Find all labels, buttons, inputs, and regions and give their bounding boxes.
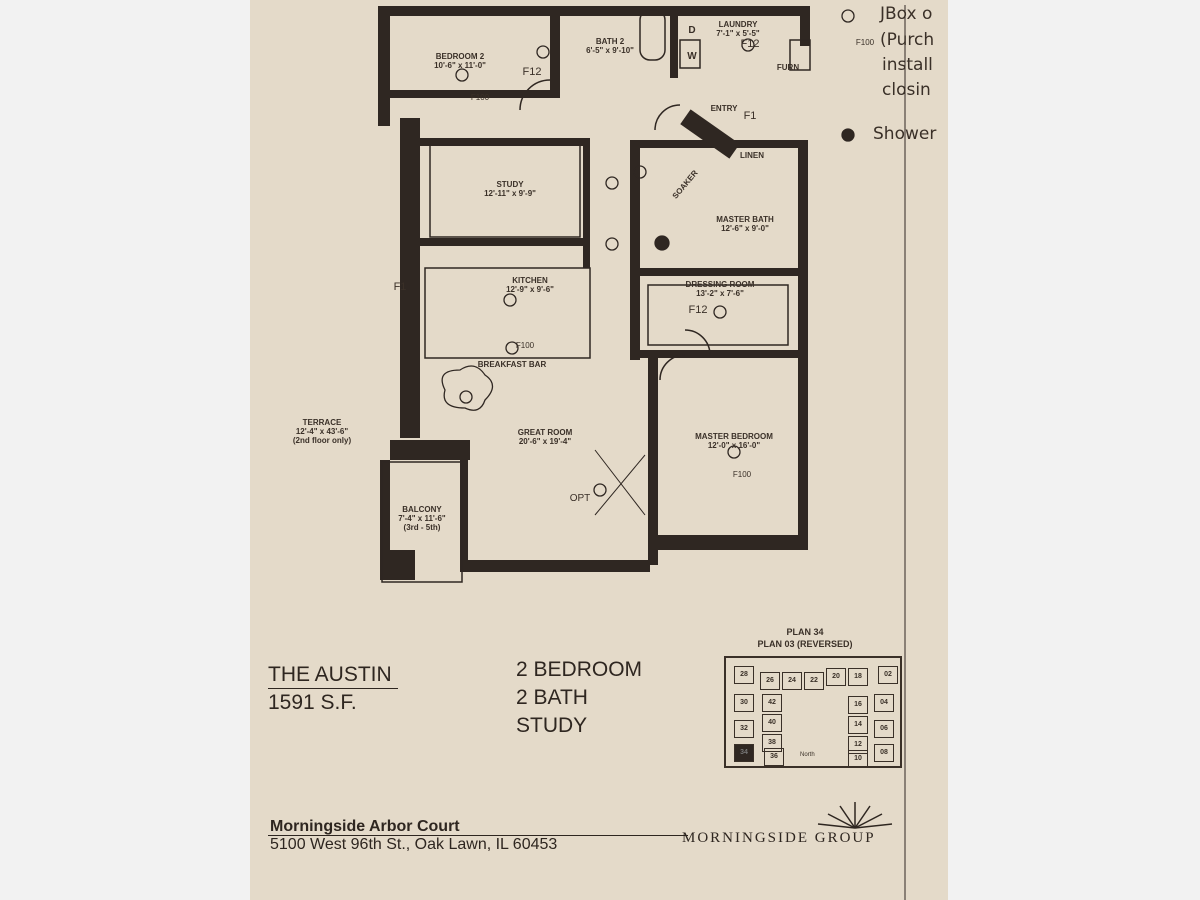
f12-mark: F12 <box>522 66 542 78</box>
note-jbox: JBox o <box>880 4 933 24</box>
f12-mark: F12 <box>740 38 760 50</box>
note-closing: closin <box>882 80 931 100</box>
key-plan-unit: 10 <box>848 750 868 768</box>
floor-plan-drawing <box>378 5 906 900</box>
key-plan-unit: 36 <box>764 748 784 766</box>
brand-logo: MORNINGSIDE GROUP <box>682 830 876 846</box>
f100-mark: F100 <box>470 93 490 102</box>
key-plan-unit: 14 <box>848 716 868 734</box>
room-label-linen: LINEN <box>740 151 764 160</box>
room-label-breakfast-bar: BREAKFAST BAR <box>477 360 547 369</box>
washer-mark: W <box>687 51 697 62</box>
f100-mark: F100 <box>515 341 535 350</box>
f100-mark: F100 <box>855 38 875 47</box>
f100-mark: F100 <box>732 470 752 479</box>
opt-mark: OPT <box>569 493 591 504</box>
plan-feature: STUDY <box>516 714 588 737</box>
note-install: install <box>882 55 933 75</box>
key-plan-unit: 34 <box>734 744 754 762</box>
key-plan-unit: 08 <box>874 744 894 762</box>
key-plan-unit: 28 <box>734 666 754 684</box>
f12-mark: F12 <box>688 304 708 316</box>
key-plan-unit: 16 <box>848 696 868 714</box>
key-plan-unit: 04 <box>874 694 894 712</box>
key-plan-title: PLAN 34 <box>786 627 824 637</box>
sunburst-logo-icon <box>817 802 893 829</box>
key-plan-unit: 12 <box>848 736 868 754</box>
key-plan-unit: 38 <box>762 734 782 752</box>
plan-area: 1591 S.F. <box>268 691 357 714</box>
room-label-entry: ENTRY <box>710 104 738 113</box>
key-plan-unit: 32 <box>734 720 754 738</box>
key-plan-unit: 22 <box>804 672 824 690</box>
north-arrow-label: North <box>800 752 815 758</box>
fixtures <box>381 9 811 583</box>
key-plan-unit: 40 <box>762 714 782 732</box>
walls <box>378 6 810 580</box>
key-plan-unit: 26 <box>760 672 780 690</box>
f1-mark: F1 <box>393 281 407 293</box>
key-plan-unit: 42 <box>762 694 782 712</box>
f1-mark: F1 <box>743 110 757 122</box>
furnace-mark: FURN <box>776 63 800 72</box>
key-plan-unit: 20 <box>826 668 846 686</box>
key-plan-unit: 24 <box>782 672 802 690</box>
plan-feature: 2 BATH <box>516 686 588 709</box>
plan-name: THE AUSTIN <box>268 662 398 689</box>
light-fixture-icons <box>441 5 906 900</box>
note-shower: Shower <box>873 124 937 144</box>
key-plan-unit: 30 <box>734 694 754 712</box>
community-name: Morningside Arbor Court <box>270 818 460 835</box>
dryer-mark: D <box>688 25 696 36</box>
address: 5100 West 96th St., Oak Lawn, IL 60453 <box>270 836 558 853</box>
plan-feature: 2 BEDROOM <box>516 658 643 681</box>
key-plan-unit: 18 <box>848 668 868 686</box>
key-plan-unit: 06 <box>874 720 894 738</box>
key-plan-unit: 02 <box>878 666 898 684</box>
note-purchase: (Purch <box>880 30 935 50</box>
key-plan-subtitle: PLAN 03 (REVERSED) <box>757 639 853 649</box>
